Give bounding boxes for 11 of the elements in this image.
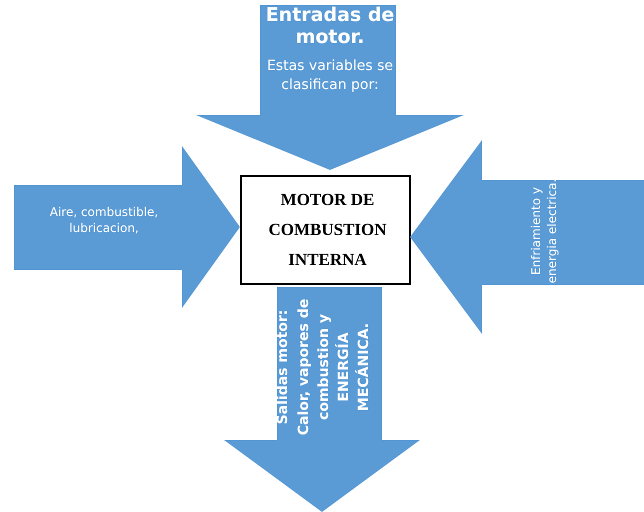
block-arrow — [410, 140, 644, 334]
label: Enfriamiento y energia electrica. — [528, 178, 560, 286]
label: Aire, combustible, lubricacion, — [48, 204, 160, 236]
label: MOTOR DE COMBUSTION INTERNA — [267, 189, 388, 270]
label: Salidas motor: Calor, vapores de combustion y ENERGÍA MECÁNICA. — [274, 298, 374, 438]
label: Estas variables se clasifican por: — [266, 57, 394, 95]
heading: Entradas de motor. — [264, 5, 396, 49]
block-arrow — [14, 146, 240, 308]
block-arrow — [196, 5, 464, 170]
block-arrow — [224, 287, 420, 512]
process-box — [240, 175, 411, 285]
